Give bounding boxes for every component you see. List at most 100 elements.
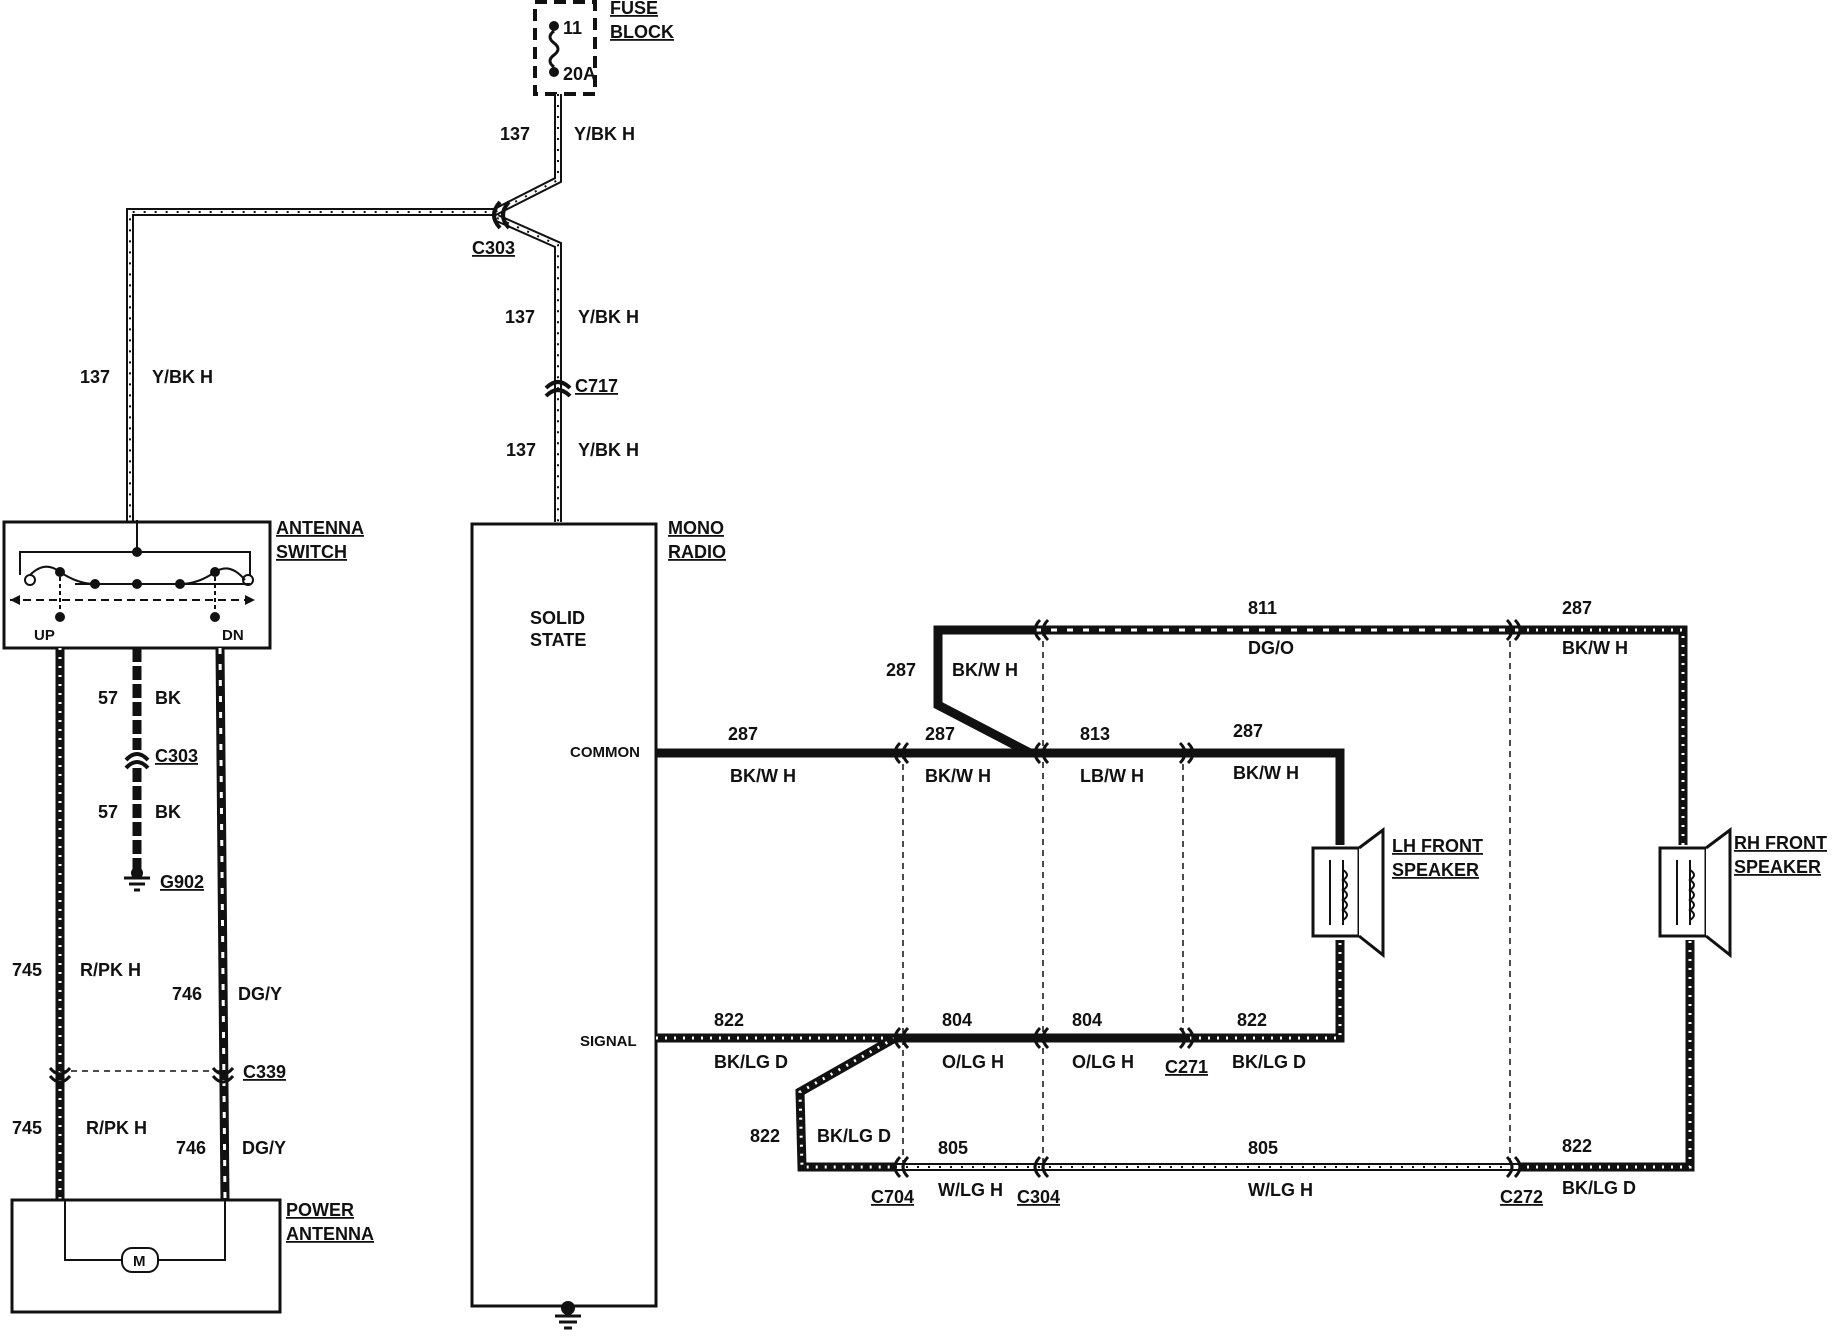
- w822-loop-color: BK/LG D: [817, 1126, 891, 1146]
- w745-up-number: 745: [12, 960, 42, 980]
- w287-lh-color: BK/W H: [1233, 763, 1299, 783]
- w287-rh-number: 287: [1562, 598, 1592, 618]
- fuse-block: 11 20A FUSE BLOCK: [533, 0, 674, 96]
- c704-label: C704: [871, 1187, 914, 1207]
- w287-lh-number: 287: [1233, 721, 1263, 741]
- wire-287-rh: [1518, 625, 1688, 845]
- signal-pin-label: SIGNAL: [580, 1033, 637, 1050]
- switch-up-label: UP: [34, 627, 55, 644]
- w746-up-number: 746: [172, 984, 202, 1004]
- power-antenna-title-2: ANTENNA: [286, 1224, 374, 1244]
- w804-b-color: O/LG H: [1072, 1052, 1134, 1072]
- w745-dn-number: 745: [12, 1118, 42, 1138]
- w813-number: 813: [1080, 724, 1110, 744]
- fuse-block-title-2: BLOCK: [610, 22, 674, 42]
- w137-left-color: Y/BK H: [152, 367, 213, 387]
- w137-top-number: 137: [500, 124, 530, 144]
- w287-c704-color: BK/W H: [925, 766, 991, 786]
- c271-label: C271: [1165, 1057, 1208, 1077]
- w287-c704-number: 287: [925, 724, 955, 744]
- w287-loop-color: BK/W H: [952, 660, 1018, 680]
- w813-color: LB/W H: [1080, 766, 1144, 786]
- antenna-switch-title: ANTENNA: [276, 518, 364, 538]
- w811-color: DG/O: [1248, 638, 1294, 658]
- rh-speaker-title-2: SPEAKER: [1734, 857, 1821, 877]
- c303-top-label: C303: [472, 238, 515, 258]
- solid-state-text-2: STATE: [530, 630, 586, 650]
- fuse-block-title: FUSE: [610, 0, 658, 18]
- w57-up-color: BK: [155, 688, 181, 708]
- switch-dn-label: DN: [222, 627, 244, 644]
- antenna-switch: UP DN ANTENNA SWITCH: [2, 518, 364, 650]
- c717-label: C717: [575, 376, 618, 396]
- w745-dn-color: R/PK H: [86, 1118, 147, 1138]
- c339-label: C339: [243, 1062, 286, 1082]
- lh-speaker-title: LH FRONT: [1392, 836, 1483, 856]
- w137-mid-color: Y/BK H: [578, 307, 639, 327]
- c339-connector: C339: [48, 1062, 286, 1084]
- w822-lh-color: BK/LG D: [1232, 1052, 1306, 1072]
- mono-radio-title-2: RADIO: [668, 542, 726, 562]
- wire-287-loop: [933, 625, 1035, 757]
- connector-glyphs: [893, 618, 1522, 1179]
- w137-left-number: 137: [80, 367, 110, 387]
- w805-b-number: 805: [1248, 1138, 1278, 1158]
- wire-137: [126, 94, 562, 522]
- wire-822-loop: [795, 1034, 898, 1172]
- g902-label: G902: [160, 872, 204, 892]
- c303-connector-top: C303: [472, 200, 515, 258]
- c717-connector: C717: [544, 376, 618, 398]
- w287-loop-number: 287: [886, 660, 916, 680]
- w137-low-color: Y/BK H: [578, 440, 639, 460]
- w746-dn-number: 746: [176, 1138, 206, 1158]
- power-antenna: M POWER ANTENNA: [10, 1198, 374, 1314]
- w137-top-color: Y/BK H: [574, 124, 635, 144]
- w805-a-color: W/LG H: [938, 1180, 1003, 1200]
- c304-label: C304: [1017, 1187, 1060, 1207]
- lh-speaker-title-2: SPEAKER: [1392, 860, 1479, 880]
- common-pin-label: COMMON: [570, 744, 640, 761]
- power-antenna-title: POWER: [286, 1200, 354, 1220]
- w287-common-color: BK/W H: [730, 766, 796, 786]
- w805-a-number: 805: [938, 1138, 968, 1158]
- wire-57: C303 G902: [124, 648, 204, 892]
- w287-common-number: 287: [728, 724, 758, 744]
- mono-radio-title: MONO: [668, 518, 724, 538]
- w804-a-color: O/LG H: [942, 1052, 1004, 1072]
- wire-287-lh: [1190, 748, 1345, 845]
- w745-up-color: R/PK H: [80, 960, 141, 980]
- c303-ground-label: C303: [155, 746, 198, 766]
- w137-low-number: 137: [506, 440, 536, 460]
- w57-dn-number: 57: [98, 802, 118, 822]
- w137-mid-number: 137: [505, 307, 535, 327]
- w811-number: 811: [1248, 598, 1277, 618]
- w746-dn-color: DG/Y: [242, 1138, 286, 1158]
- w287-rh-color: BK/W H: [1562, 638, 1628, 658]
- w822-signal-number: 822: [714, 1010, 744, 1030]
- w822-rh-number: 822: [1562, 1136, 1592, 1156]
- w822-rh-color: BK/LG D: [1562, 1178, 1636, 1198]
- w822-lh-number: 822: [1237, 1010, 1267, 1030]
- w57-dn-color: BK: [155, 802, 181, 822]
- mono-radio: SOLID STATE COMMON SIGNAL MONO RADIO: [470, 518, 726, 1330]
- w822-signal-color: BK/LG D: [714, 1052, 788, 1072]
- solid-state-text: SOLID: [530, 608, 585, 628]
- w805-b-color: W/LG H: [1248, 1180, 1313, 1200]
- antenna-switch-title-2: SWITCH: [276, 542, 347, 562]
- c272-label: C272: [1500, 1187, 1543, 1207]
- wire-822-lh: [1190, 940, 1345, 1043]
- w57-up-number: 57: [98, 688, 118, 708]
- rh-speaker-title: RH FRONT: [1734, 833, 1827, 853]
- w804-b-number: 804: [1072, 1010, 1102, 1030]
- fuse-rating: 20A: [563, 64, 596, 84]
- fuse-number: 11: [563, 18, 582, 38]
- rh-front-speaker: RH FRONT SPEAKER: [1658, 827, 1827, 959]
- wire-746: [215, 647, 230, 1201]
- lh-front-speaker: LH FRONT SPEAKER: [1311, 827, 1483, 959]
- wire-822-rh: [1518, 940, 1695, 1172]
- w804-a-number: 804: [942, 1010, 972, 1030]
- w746-up-color: DG/Y: [238, 984, 282, 1004]
- motor-symbol: M: [133, 1253, 146, 1270]
- w822-loop-number: 822: [750, 1126, 780, 1146]
